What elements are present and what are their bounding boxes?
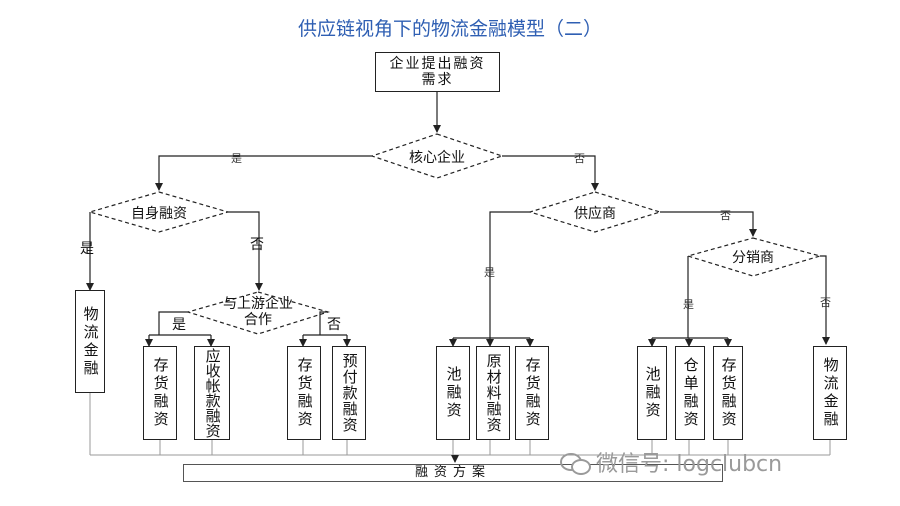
- core-enterprise-decision: 核心企业: [409, 150, 465, 166]
- box-label: 存货融资: [151, 357, 170, 429]
- core-no-label: 否: [574, 152, 585, 165]
- inventory-financing-box-1: 存货融资: [143, 346, 177, 440]
- inventory-financing-box-2: 存货融资: [287, 346, 321, 440]
- inventory-financing-box-3: 存货融资: [515, 346, 549, 440]
- box-label: 应收帐款融资: [203, 348, 222, 438]
- supplier-yes-label: 是: [484, 266, 495, 279]
- start-node: 企业提出融资需求: [375, 52, 500, 92]
- prepayment-financing-box: 预付款融资: [332, 346, 366, 440]
- distributor-yes-label: 是: [683, 298, 694, 311]
- raw-material-financing-box: 原材料融资: [476, 346, 510, 440]
- pool-financing-box-2: 池融资: [637, 346, 667, 440]
- box-label: 存货融资: [719, 357, 738, 429]
- wechat-icon: [560, 451, 591, 475]
- logistics-finance-left-box: 物流金融: [75, 290, 105, 393]
- start-node-label: 企业提出融资需求: [389, 55, 486, 88]
- box-label: 池融资: [444, 366, 463, 420]
- box-label: 预付款融资: [340, 353, 359, 433]
- self-financing-decision: 自身融资: [131, 206, 187, 222]
- box-label: 池融资: [643, 366, 662, 420]
- supplier-decision: 供应商: [574, 206, 616, 222]
- box-label: 原材料融资: [484, 353, 503, 433]
- upstream-cooperation-label: 与上游企业合作: [223, 296, 293, 328]
- financing-plan-label: 融资方案: [414, 464, 491, 480]
- logistics-finance-right-label: 物流金融: [821, 357, 840, 429]
- page-title: 供应链视角下的物流金融模型（二）: [297, 18, 602, 40]
- warehouse-receipt-financing-box: 仓单融资: [675, 346, 705, 440]
- self-no-label: 否: [250, 237, 264, 253]
- upstream-cooperation-decision: 与上游企业合作: [218, 296, 298, 328]
- self-yes-label: 是: [80, 241, 94, 257]
- wechat-watermark: 微信号: logclubcn: [560, 446, 782, 478]
- core-yes-label: 是: [231, 152, 242, 165]
- box-label: 仓单融资: [681, 357, 700, 429]
- box-label: 存货融资: [295, 357, 314, 429]
- logistics-finance-left-label: 物流金融: [81, 305, 100, 378]
- upstream-yes-label: 是: [172, 317, 186, 333]
- distributor-no-label: 否: [820, 296, 831, 309]
- receivables-financing-box: 应收帐款融资: [194, 346, 230, 440]
- logistics-finance-right-box: 物流金融: [813, 346, 847, 440]
- watermark-text: 微信号: logclubcn: [596, 452, 783, 477]
- distributor-decision: 分销商: [732, 250, 774, 266]
- pool-financing-box-1: 池融资: [436, 346, 470, 440]
- upstream-no-label: 否: [327, 317, 341, 333]
- inventory-financing-box-4: 存货融资: [713, 346, 743, 440]
- supplier-no-label: 否: [720, 209, 731, 222]
- box-label: 存货融资: [523, 357, 542, 429]
